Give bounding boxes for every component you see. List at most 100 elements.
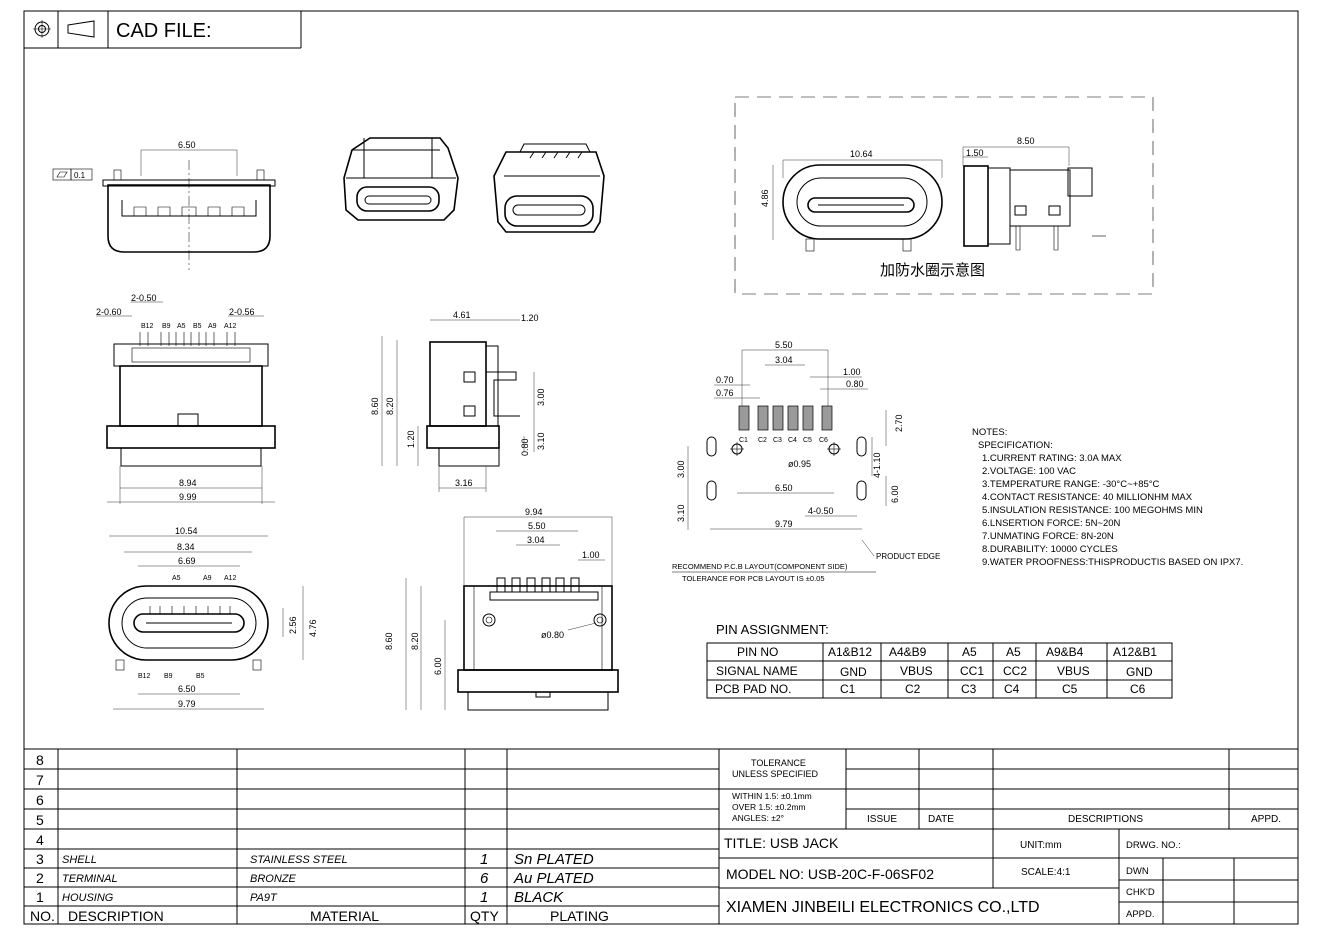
product-edge-label: PRODUCT EDGE: [876, 552, 940, 561]
dim-side-h6: 3.10: [536, 432, 546, 450]
dim-top-w2: 9.99: [179, 492, 197, 502]
pin-table-cell: SIGNAL NAME: [716, 664, 798, 678]
bom-qty: 1: [480, 851, 488, 868]
appd-label: APPD.: [1251, 814, 1281, 825]
dim-pcb-w4: 9.79: [775, 519, 793, 529]
dwn-label: DWN: [1126, 866, 1149, 877]
top-view-pin-labels: B12 B9 A5 B5 A9 A12: [141, 323, 237, 330]
dim-rear-w4: 1.00: [582, 550, 600, 560]
sheet-border: [23, 10, 1299, 925]
pin-table-cell: A5: [1006, 645, 1021, 659]
front-view: 0.1 6.50: [52, 140, 276, 270]
pin-assignment-table: PIN ASSIGNMENT: PIN NO A1&B12 A4&B9 A5 A…: [706, 622, 1173, 699]
note-item: 8.DURABILITY: 10000 CYCLES: [982, 544, 1118, 555]
tolerance-line: WITHIN 1.5: ±0.1mm: [732, 791, 812, 801]
waterproof-ring-schematic: 10.64 4.86 8.50 1.50 加防水圈示意图: [734, 96, 1154, 295]
pin-label: B12: [141, 323, 154, 330]
dim-rear-h1: 8.60: [384, 632, 394, 650]
pad-label: C4: [788, 437, 797, 444]
pin-table-cell: PIN NO: [737, 645, 778, 659]
dim-bottom-b2: 9.79: [178, 699, 196, 709]
note-item: 6.LNSERTION FORCE: 5N~20N: [982, 518, 1121, 529]
pin-table-cell: A1&B12: [828, 645, 872, 659]
dim-pcb-v5: 3.10: [676, 504, 686, 522]
pin-table-cell: C6: [1130, 682, 1146, 696]
pin-table-cell: PCB PAD NO.: [715, 682, 791, 696]
dim-rear-w3: 3.04: [527, 535, 545, 545]
dim-pcb-w2: 3.04: [775, 355, 793, 365]
dim-pcb-v4: 3.00: [676, 460, 686, 478]
dim-side-h1: 8.60: [370, 397, 380, 415]
tolerance-subtitle: UNLESS SPECIFIED: [732, 769, 819, 779]
dim-rear-w1: 9.94: [525, 507, 543, 517]
dim-side-w2: 1.20: [521, 313, 539, 323]
pin-label: A5: [172, 575, 181, 582]
pin-label: B9: [164, 673, 173, 680]
pcb-layout: 5.50 3.04 0.70 0.76 1.00 0.80 C1 C2 C3 C…: [672, 340, 940, 583]
pin-table-cell: C1: [840, 682, 856, 696]
pin-label: A5: [177, 323, 186, 330]
chkd-label: CHK'D: [1126, 887, 1155, 898]
appd2-label: APPD.: [1126, 909, 1155, 920]
dim-side-h2: 8.20: [385, 397, 395, 415]
note-item: 4.CONTACT RESISTANCE: 40 MILLIONHM MAX: [982, 492, 1193, 503]
note-item: 5.INSULATION RESISTANCE: 100 MEGOHMS MIN: [982, 505, 1203, 516]
pin-table-cell: GND: [840, 665, 867, 679]
dim-side-w1: 4.61: [453, 310, 471, 320]
bom-header-no: NO.: [30, 908, 55, 924]
dim-wp-ring: 1.50: [966, 148, 984, 158]
drwg-no-label: DRWG. NO.:: [1126, 840, 1181, 851]
pin-table-cell: C2: [905, 682, 921, 696]
pad-label: C6: [819, 437, 828, 444]
dim-bottom-w2: 8.34: [177, 542, 195, 552]
pin-assignment-title: PIN ASSIGNMENT:: [716, 622, 829, 637]
pad-label: C1: [739, 437, 748, 444]
pin-table-cell: A5: [962, 645, 977, 659]
dim-pcb-r1: 1.00: [843, 367, 861, 377]
dim-pcb-v2: 4-1.10: [872, 452, 882, 478]
dim-side-b1: 3.16: [455, 478, 473, 488]
dim-flatness: 0.1: [74, 171, 86, 180]
issue-label: ISSUE: [867, 814, 897, 825]
pcb-recommend-label: RECOMMEND P.C.B LAYOUT(COMPONENT SIDE): [672, 562, 848, 571]
bom-plating: Au PLATED: [513, 870, 594, 887]
pin-label: A9: [203, 575, 212, 582]
bom-header-description: DESCRIPTION: [68, 908, 164, 924]
bom-material: STAINLESS STEEL: [250, 854, 348, 866]
bom-description: SHELL: [62, 854, 97, 866]
dim-pcb-w1: 5.50: [775, 340, 793, 350]
company-name: XIAMEN JINBEILI ELECTRONICS CO.,LTD: [726, 899, 1040, 916]
pin-table-cell: A12&B1: [1113, 645, 1157, 659]
dim-rear-w2: 5.50: [528, 521, 546, 531]
dim-side-h5: 0.80: [520, 438, 530, 456]
pin-label: A12: [224, 323, 237, 330]
bom-header-qty: QTY: [470, 908, 499, 924]
side-view: 4.61 1.20 8.60 8.20 1.20 3.00 0.80 3.10 …: [370, 310, 546, 492]
drawing-title: TITLE: USB JACK: [724, 835, 839, 851]
model-number: MODEL NO: USB-20C-F-06SF02: [726, 866, 934, 882]
bom-qty: 6: [480, 870, 489, 887]
dim-pcb-l1: 0.70: [716, 375, 734, 385]
waterproof-frame: [734, 96, 1154, 295]
tolerance-title: TOLERANCE: [751, 758, 806, 768]
bom-plating: Sn PLATED: [514, 851, 594, 868]
dim-front-top: 6.50: [178, 140, 196, 150]
rev-number: 3: [36, 851, 44, 867]
unit-label: UNIT:mm: [1020, 840, 1062, 851]
bom-description: TERMINAL: [62, 873, 118, 885]
descriptions-label: DESCRIPTIONS: [1068, 814, 1143, 825]
tolerance-line: OVER 1.5: ±0.2mm: [732, 802, 806, 812]
dim-top-pitch: 2-0.50: [131, 293, 157, 303]
pin-label: A9: [208, 323, 217, 330]
dim-pcb-s1: 4-0.50: [808, 506, 834, 516]
rev-number: 2: [36, 870, 44, 886]
note-item: 2.VOLTAGE: 100 VAC: [982, 466, 1076, 477]
rev-number: 6: [36, 792, 44, 808]
pin-table-cell: VBUS: [1057, 664, 1090, 678]
dim-pcb-l2: 0.76: [716, 388, 734, 398]
pin-table-cell: A9&B4: [1046, 645, 1084, 659]
pin-table-cell: CC1: [960, 664, 984, 678]
pin-label: B12: [138, 673, 151, 680]
pcb-tolerance-label: TOLERANCE FOR PCB LAYOUT IS ±0.05: [682, 574, 825, 583]
